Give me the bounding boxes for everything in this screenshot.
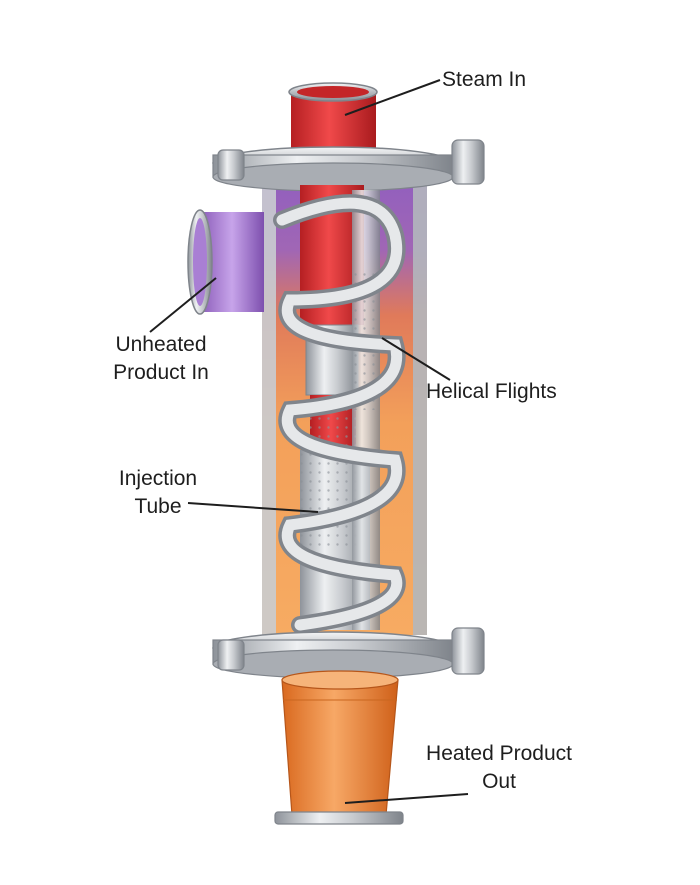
steam-inlet-pipe xyxy=(288,82,378,150)
helical-flights-label: Helical Flights xyxy=(426,380,557,403)
heated-label-line2: Out xyxy=(482,770,516,793)
unheated-label-line2: Product In xyxy=(113,361,209,384)
helical-flights xyxy=(273,194,406,634)
steam-in-label: Steam In xyxy=(442,68,527,91)
unheated-label-line1: Unheated xyxy=(115,333,207,356)
injection-tube-label: Injection Tube xyxy=(98,465,218,521)
heated-label-line1: Heated Product xyxy=(426,742,572,765)
product-inlet-pipe xyxy=(187,209,264,315)
injection-label-line2: Tube xyxy=(134,495,182,518)
bottom-clamp-flange xyxy=(212,627,485,679)
injection-label-line1: Injection xyxy=(118,467,198,490)
steam-in-leader xyxy=(344,79,441,116)
top-clamp-flange xyxy=(212,139,485,192)
heated-out-leader xyxy=(344,793,469,804)
heated-product-outlet xyxy=(274,670,404,825)
injection-tube-leader xyxy=(187,502,319,513)
heated-product-out-label: Heated Product Out xyxy=(404,740,594,796)
unheated-product-in-label: Unheated Product In xyxy=(86,331,236,387)
helical-flights-leader xyxy=(381,337,451,381)
leader-lines xyxy=(149,79,469,804)
unheated-leader xyxy=(149,277,217,333)
